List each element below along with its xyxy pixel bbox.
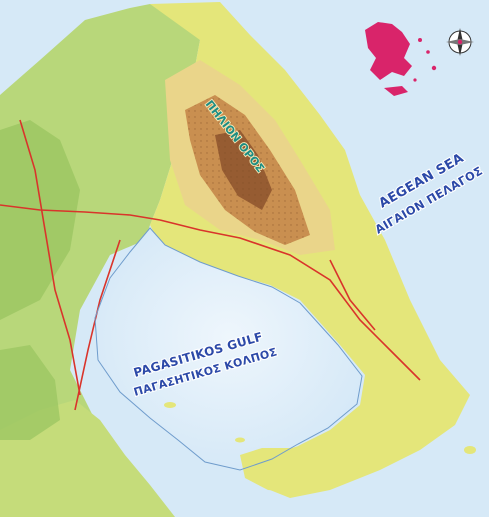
gulf-island xyxy=(164,402,176,408)
lowland-south xyxy=(0,345,60,440)
gulf-island xyxy=(235,437,245,443)
gulf-coastline xyxy=(94,227,363,471)
compass-rose-icon xyxy=(446,28,474,56)
southern-peninsula xyxy=(240,440,360,492)
greece-inset-map xyxy=(365,22,437,96)
road-network xyxy=(0,119,421,411)
aegean-island xyxy=(464,446,476,454)
lowland-west xyxy=(0,120,80,320)
pagasitikos-gulf xyxy=(95,228,362,470)
ridge-texture xyxy=(185,95,310,245)
